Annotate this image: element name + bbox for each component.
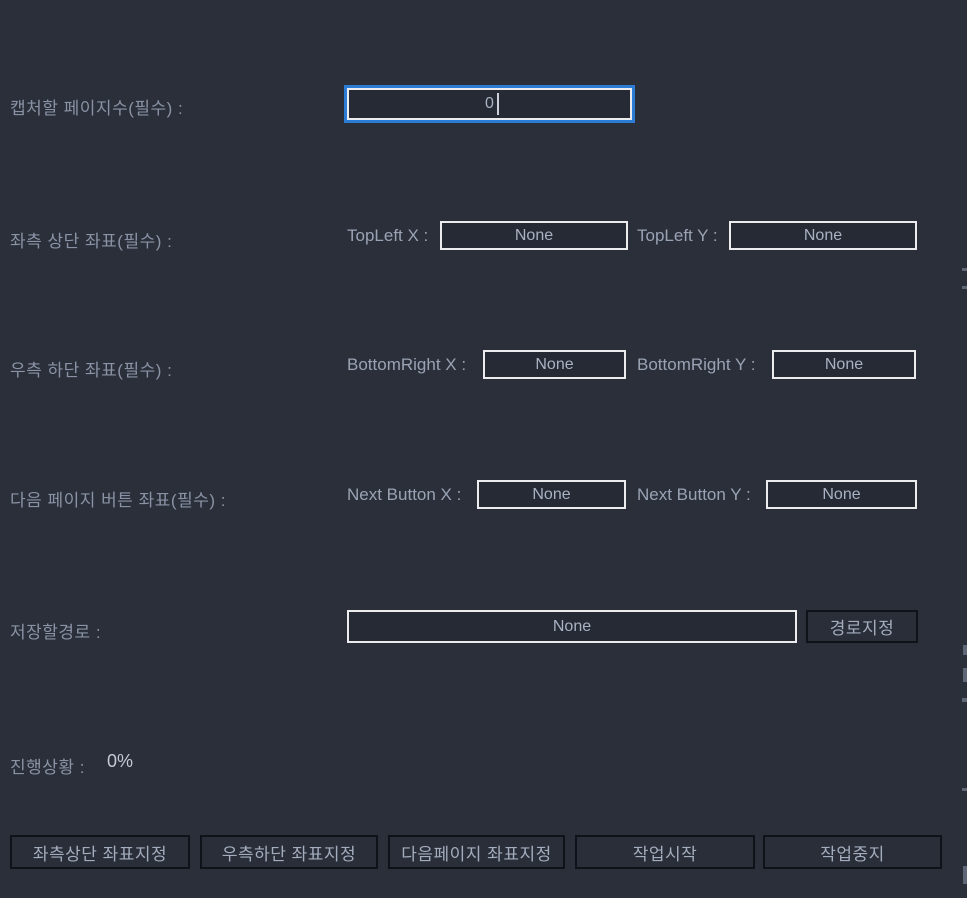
right-edge-artifact [962,286,967,289]
right-edge-artifact [962,788,967,791]
start-job-button[interactable]: 작업시작 [575,835,755,869]
nextbutton-x-input[interactable] [477,480,626,509]
set-bottomright-button[interactable]: 우측하단 좌표지정 [200,835,378,869]
bottomright-y-label: BottomRight Y : [637,355,756,374]
page-count-label: 캡처할 페이지수(필수) : [10,99,184,118]
progress-value: 0% [107,751,134,771]
right-edge-artifact [963,645,967,655]
right-edge-artifact [963,668,967,682]
progress-label: 진행상황 : [10,758,86,777]
set-path-button[interactable]: 경로지정 [806,610,918,643]
nextbutton-row-label: 다음 페이지 버튼 좌표(필수) : [10,491,226,510]
bottomright-y-input[interactable] [772,350,916,379]
page-count-input[interactable] [347,88,632,120]
nextbutton-y-label: Next Button Y : [637,485,751,504]
right-edge-artifact [962,268,967,271]
set-nextpage-button[interactable]: 다음페이지 좌표지정 [388,835,565,869]
topleft-y-label: TopLeft Y : [637,226,718,245]
text-caret [497,93,499,115]
topleft-row-label: 좌측 상단 좌표(필수) : [10,232,173,251]
topleft-x-input[interactable] [440,221,628,250]
savepath-row-label: 저장할경로 : [10,623,102,642]
topleft-y-input[interactable] [729,221,917,250]
bottomright-row-label: 우측 하단 좌표(필수) : [10,361,173,380]
nextbutton-y-input[interactable] [766,480,917,509]
nextbutton-x-label: Next Button X : [347,485,462,504]
set-topleft-button[interactable]: 좌측상단 좌표지정 [10,835,190,869]
right-edge-artifact [963,866,967,884]
right-edge-artifact [962,698,967,702]
savepath-input[interactable] [347,610,797,643]
stop-job-button[interactable]: 작업중지 [763,835,942,869]
topleft-x-label: TopLeft X : [347,226,429,245]
bottomright-x-input[interactable] [483,350,626,379]
bottomright-x-label: BottomRight X : [347,355,467,374]
